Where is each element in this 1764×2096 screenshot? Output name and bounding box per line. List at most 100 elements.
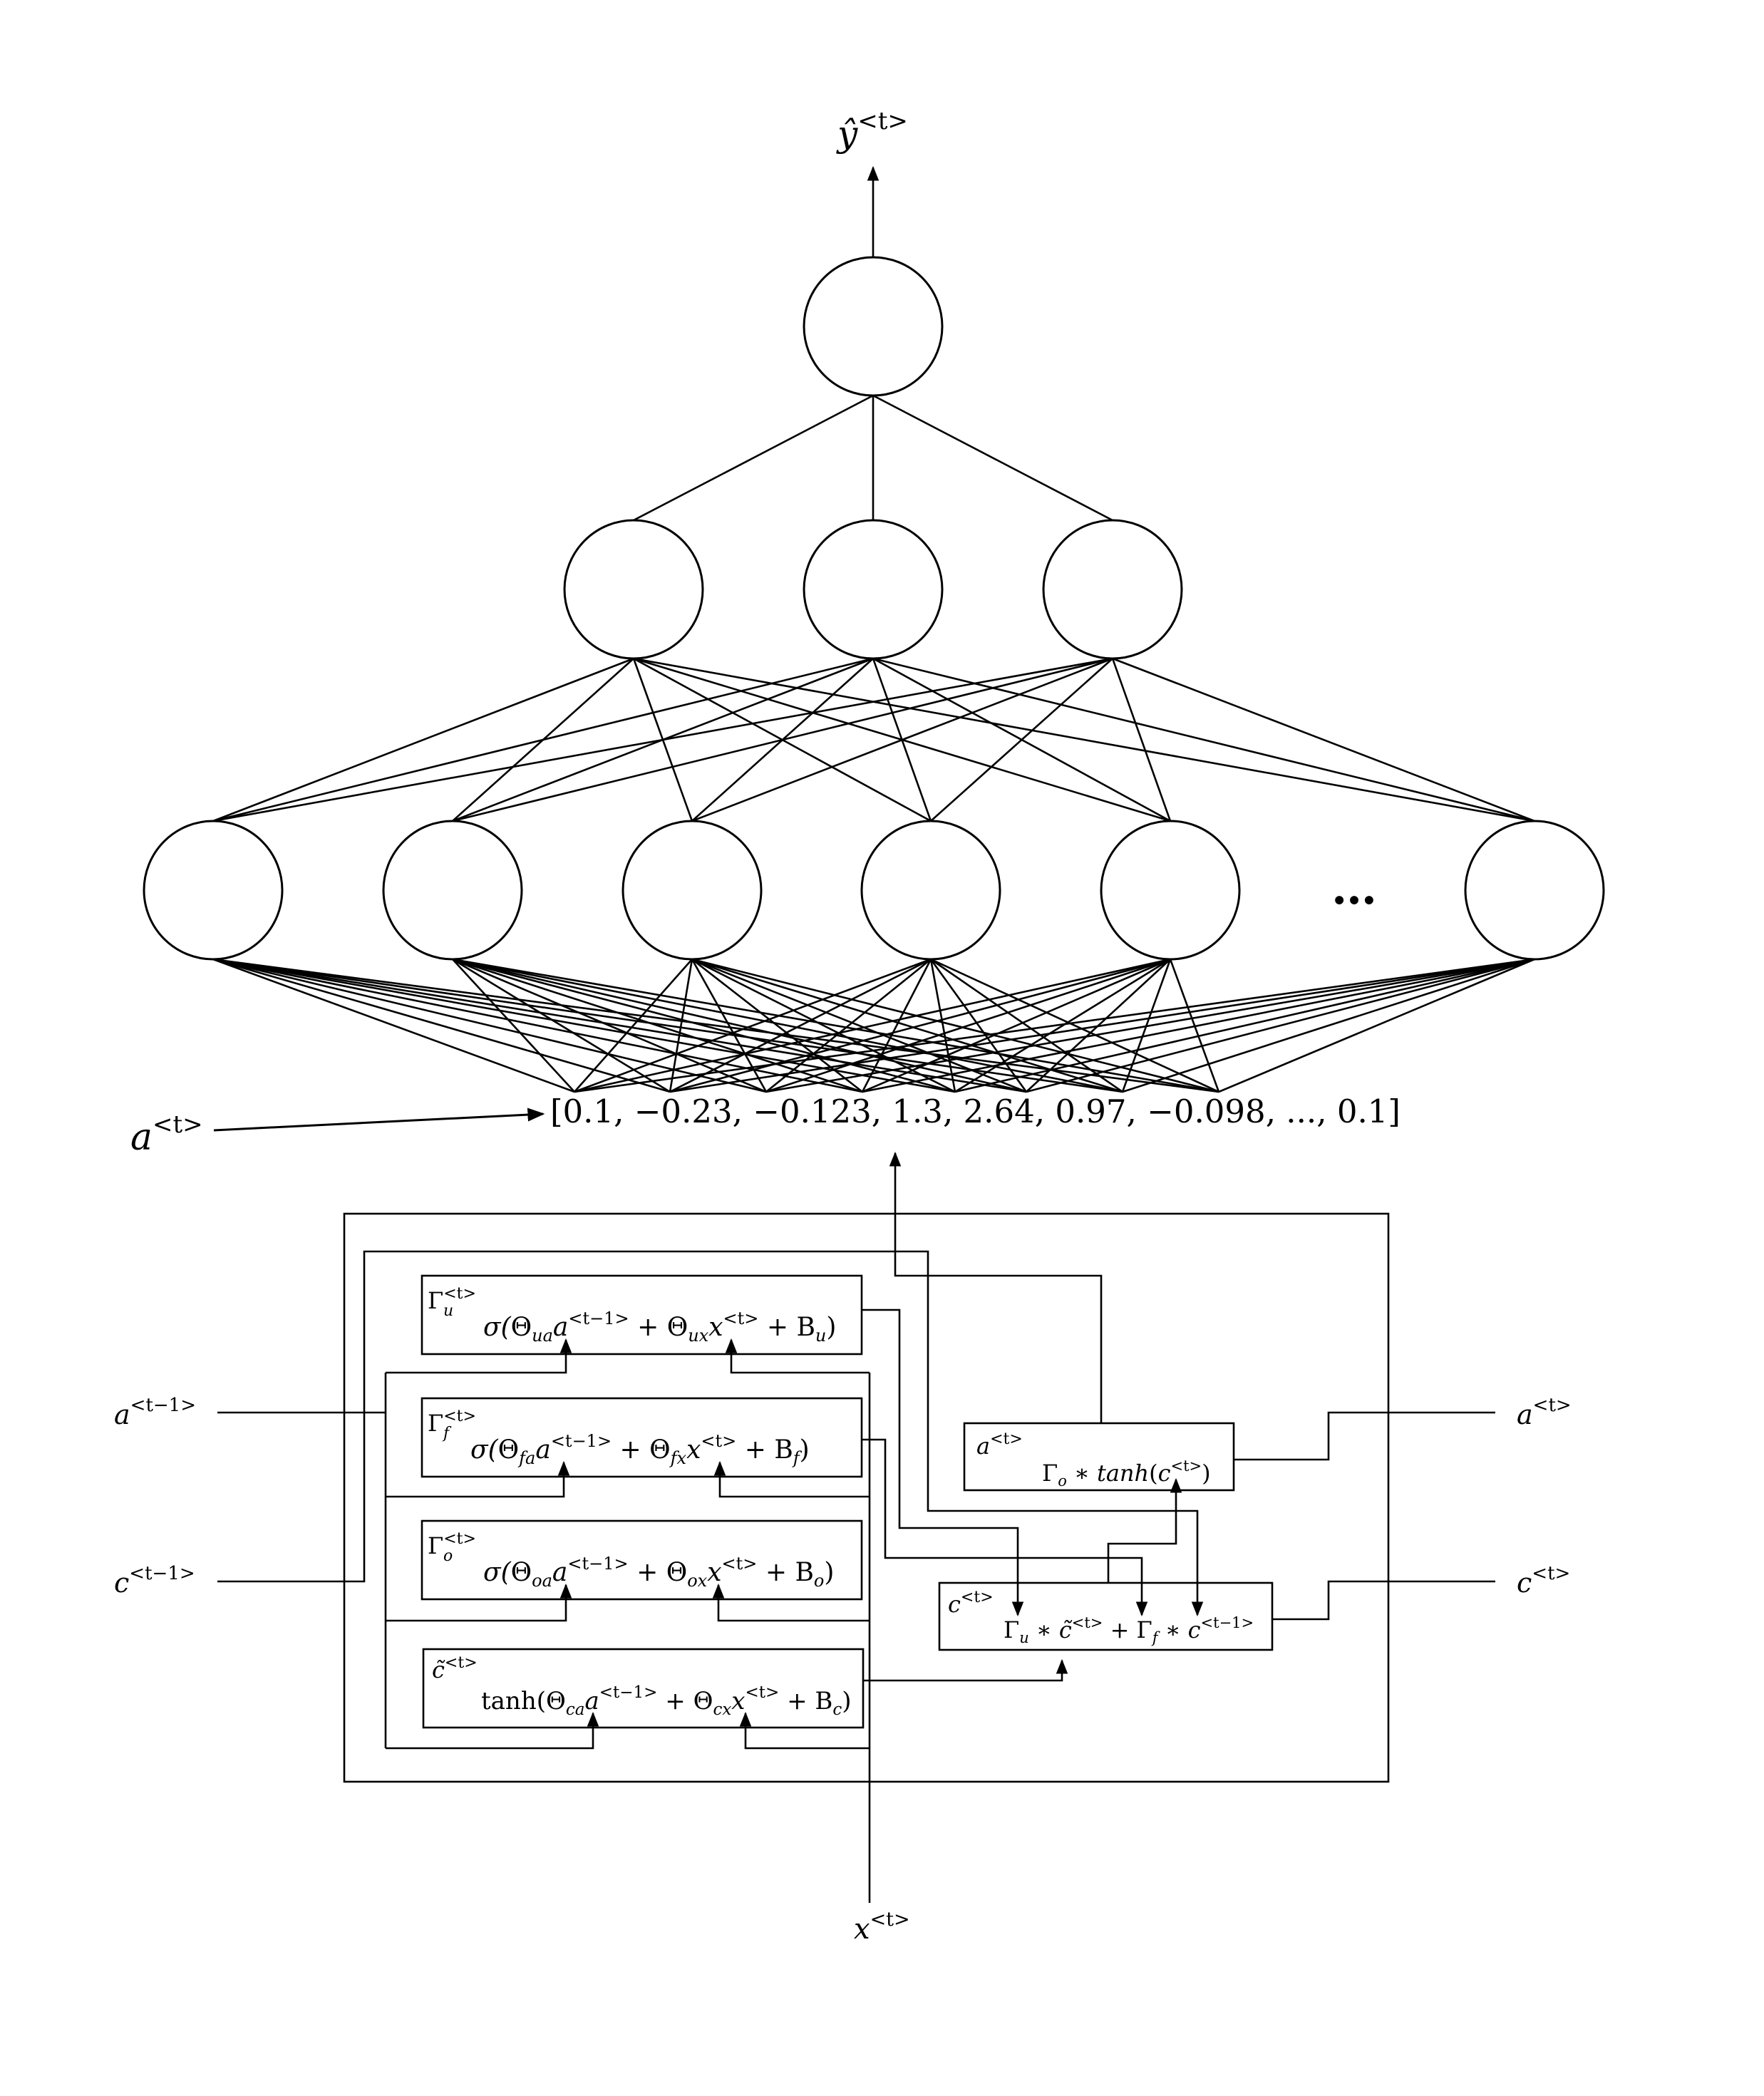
lstm-cell-frame [343, 1212, 1390, 1783]
edge-h2-2-h1-6 [872, 657, 1535, 822]
update-to-cell [862, 1308, 1024, 1617]
edge-h1-6-vec-1 [574, 958, 1535, 1093]
a-prev-to-output [386, 1583, 572, 1622]
candidate-box [422, 1648, 865, 1729]
hidden-to-activation [889, 1151, 1103, 1423]
c-prev-label: c<t−1> [114, 1563, 195, 1599]
edge-h1-5-vec-5 [954, 958, 1171, 1093]
edge-h2-2-h1-1 [212, 657, 874, 822]
output-gate-formula: σ(Θoaa<t−1> + Θoxx<t> + Bo) [483, 1554, 834, 1591]
edge-h1-2-vec-7 [452, 958, 1123, 1093]
cell-box-formula: Γu ∗ c̃<t> + Γf ∗ c<t−1> [1004, 1614, 1254, 1646]
hidden1-neuron-3 [621, 820, 763, 961]
edge-h1-1-vec-2 [212, 958, 671, 1093]
edge-h1-3-vec-5 [691, 958, 956, 1093]
hidden2-neuron-3 [1042, 519, 1183, 660]
edge-h1-2-vec-6 [452, 958, 1027, 1093]
activation-vector: [0.1, −0.23, −0.123, 1.3, 2.64, 0.97, −0… [550, 1093, 1401, 1130]
a-prev-label: a<t−1> [114, 1395, 196, 1430]
candidate-label: c̃<t> [432, 1654, 478, 1683]
hidden2-neuron-1 [563, 519, 704, 660]
cell-state-box [938, 1581, 1274, 1651]
edge-h1-4-vec-4 [861, 959, 932, 1093]
edge-h1-3-vec-1 [574, 959, 693, 1093]
update-gate-label: Γ<t> [428, 1285, 476, 1314]
edge-h2-3-h1-6 [1112, 657, 1535, 822]
output-neuron-layer [803, 256, 944, 397]
a-prev-to-candidate [386, 1711, 599, 1750]
x-to-forget [713, 1460, 870, 1498]
forget-gate-sub: f [442, 1425, 452, 1442]
edge-out-h2-1 [633, 394, 874, 522]
activation-pointer-arrow [213, 1108, 545, 1132]
edge-h1-6-vec-2 [669, 958, 1535, 1093]
edge-out-h2-3 [872, 394, 1113, 522]
edge-h2-3-h1-5 [1111, 658, 1172, 822]
edge-h1-2-vec-1 [452, 959, 575, 1093]
edge-h1-6-vec-5 [954, 958, 1535, 1093]
edge-h1-1-vec-1 [212, 958, 575, 1093]
cell-box-label: c<t> [948, 1589, 994, 1618]
cell-to-hidden [1107, 1477, 1182, 1583]
edge-h1-4-vec-3 [765, 958, 932, 1093]
a-output-line [1234, 1411, 1495, 1461]
edge-h2-3-h1-1 [212, 657, 1113, 822]
edge-h2-3-h1-3 [691, 657, 1113, 822]
edge-h1-2-vec-5 [452, 958, 956, 1093]
activation-label: a<t> [130, 1110, 203, 1159]
edge-h1-4-vec-2 [669, 958, 932, 1093]
x-to-candidate [739, 1711, 870, 1750]
hidden1-neuron-5 [1100, 820, 1241, 961]
candidate-formula: tanh(Θcaa<t−1> + Θcxx<t> + Bc) [481, 1683, 852, 1719]
forget-gate-box [421, 1397, 863, 1478]
x-to-update [725, 1338, 870, 1374]
hidden-layer-2 [563, 519, 1183, 660]
x-to-output [712, 1583, 870, 1622]
edge-h1-6-vec-7 [1122, 958, 1535, 1093]
network-edges [212, 394, 1535, 1093]
c-output-line [1272, 1580, 1495, 1621]
edge-h1-5-vec-2 [669, 958, 1171, 1093]
edge-h1-4-vec-5 [929, 959, 956, 1093]
edge-h2-1-h1-6 [633, 657, 1535, 822]
edge-h2-1-h1-1 [212, 657, 634, 822]
hidden1-neuron-last [1464, 820, 1605, 961]
update-gate-sub: u [443, 1302, 453, 1320]
c-output-label: c<t> [1517, 1563, 1570, 1599]
edge-h1-4-vec-7 [930, 958, 1123, 1093]
edge-h2-3-h1-4 [930, 658, 1113, 822]
candidate-to-cell [863, 1658, 1068, 1682]
output-neuron [803, 256, 944, 397]
edge-h1-6-vec-6 [1026, 958, 1535, 1093]
output-label: ŷ<t> [836, 107, 908, 155]
edge-h1-4-vec-6 [929, 959, 1028, 1093]
ellipsis-dots: … [1331, 862, 1377, 915]
forget-gate-formula: σ(Θfaa<t−1> + Θfxx<t> + Bf) [470, 1431, 810, 1468]
edge-h1-1-vec-5 [212, 958, 956, 1093]
x-input-label: x<t> [854, 1909, 910, 1946]
edge-h1-5-vec-4 [862, 958, 1171, 1093]
edge-h1-1-vec-3 [212, 958, 767, 1093]
edge-h1-5-vec-1 [574, 958, 1171, 1093]
hidden1-neuron-2 [382, 820, 523, 961]
update-gate-box [421, 1274, 863, 1356]
hidden-box-label: a<t> [976, 1430, 1023, 1460]
output-gate-label: Γ<t> [428, 1530, 476, 1559]
edge-h1-6-vec-3 [765, 958, 1535, 1093]
hidden1-neuron-4 [860, 820, 1001, 961]
hidden-layer-1 [143, 820, 1605, 961]
edge-h1-4-vec-8 [930, 958, 1219, 1093]
lstm-cell [217, 1151, 1495, 1903]
c-prev-path [217, 1250, 1204, 1617]
edge-h1-2-vec-2 [452, 958, 671, 1093]
forget-to-cell [862, 1438, 1148, 1617]
hidden1-neuron-1 [143, 820, 284, 961]
hidden-box-formula: Γo ∗ tanh(c<t>) [1042, 1457, 1211, 1490]
edge-h2-3-h1-2 [452, 657, 1113, 822]
hidden-state-box [963, 1422, 1235, 1492]
edge-h1-6-vec-4 [862, 958, 1535, 1093]
output-gate-sub: o [443, 1547, 453, 1565]
edge-h1-5-vec-3 [765, 958, 1171, 1093]
a-prev-to-update [386, 1338, 572, 1374]
